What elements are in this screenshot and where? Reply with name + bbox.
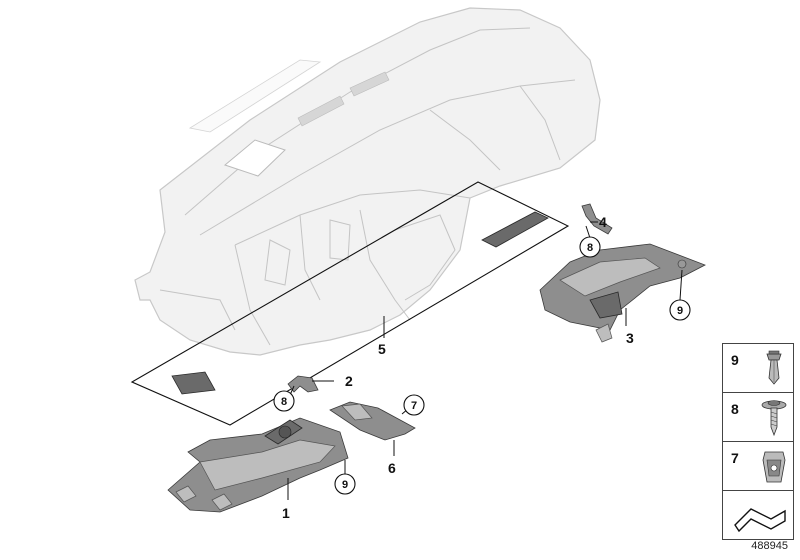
leader-lines xyxy=(287,221,683,500)
callout-circle-8-right: 8 xyxy=(579,236,601,258)
group-frame-5 xyxy=(130,181,570,426)
legend-number: 9 xyxy=(731,352,739,368)
legend-cell-9: 9 xyxy=(722,343,794,393)
legend-number: 8 xyxy=(731,401,739,417)
callout-circle-8-left: 8 xyxy=(273,390,295,412)
callout-circle-9-left: 9 xyxy=(334,473,356,495)
svg-text:7: 7 xyxy=(411,400,417,412)
callout-2: 2 xyxy=(345,373,353,389)
legend-number: 7 xyxy=(731,450,739,466)
svg-text:8: 8 xyxy=(281,396,287,408)
svg-text:8: 8 xyxy=(587,242,593,254)
spring-nut-clip-icon xyxy=(762,451,786,483)
dashboard-illustration xyxy=(134,7,601,356)
callout-6: 6 xyxy=(388,460,396,476)
part-6-trim-panel xyxy=(329,401,416,441)
dashboard-pad-right xyxy=(481,211,549,248)
svg-text:9: 9 xyxy=(342,479,348,491)
callout-5: 5 xyxy=(378,341,386,357)
callout-circle-9-right: 9 xyxy=(669,299,691,321)
callout-1: 1 xyxy=(282,505,290,521)
part-group-symbol-icon xyxy=(734,508,786,533)
callout-3: 3 xyxy=(626,330,634,346)
svg-text:9: 9 xyxy=(677,305,683,317)
trim-pad-5 xyxy=(171,371,216,395)
callout-circle-7: 7 xyxy=(403,394,425,416)
part-2-clip xyxy=(287,375,319,393)
fastener-legend: 9 8 7 xyxy=(722,343,794,540)
callout-4: 4 xyxy=(599,214,607,230)
legend-cell-8: 8 xyxy=(722,392,794,442)
part-1-bracket xyxy=(167,417,349,513)
document-id: 488945 xyxy=(751,540,788,552)
screw-with-washer-icon xyxy=(761,400,787,437)
legend-cell-7: 7 xyxy=(722,441,794,491)
legend-cell-group xyxy=(722,490,794,540)
expanding-rivet-icon xyxy=(766,350,782,385)
part-4-clip xyxy=(581,203,613,235)
